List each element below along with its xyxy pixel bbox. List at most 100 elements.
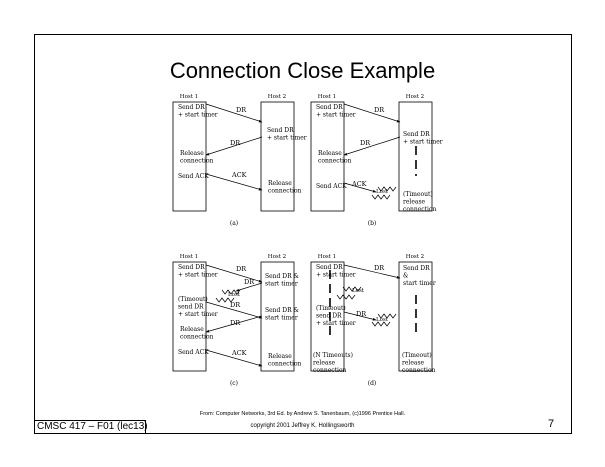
host-2-note: connection: [402, 367, 436, 374]
message-arrow: [343, 264, 401, 279]
message-label: DR: [360, 139, 371, 147]
message-label: DR: [236, 106, 247, 114]
host-1-label: Host 1: [180, 254, 198, 260]
host-2-note: + start timer: [403, 139, 443, 146]
slide-frame: [34, 34, 572, 434]
host-2-note: start timer: [265, 281, 298, 288]
host-1-note: Release: [180, 150, 204, 157]
host-2-note: &: [403, 273, 409, 280]
host-2-note: Send DR &: [265, 307, 300, 314]
host-1-note: connection: [180, 158, 214, 165]
host-2-label: Host 2: [268, 254, 286, 260]
host-1-note: Send DR: [178, 104, 205, 111]
host-2-label: Host 2: [268, 94, 286, 100]
host-1-timeline: [310, 261, 345, 372]
host-2-note: Send DR: [403, 131, 430, 138]
host-2-timeline: [398, 261, 433, 372]
host-1-note: connection: [318, 158, 352, 165]
host-1-timeline: [172, 261, 207, 372]
host-1-timeline: [172, 101, 207, 212]
host-2-label: Host 2: [406, 254, 424, 260]
message-arrow: [205, 349, 263, 367]
lost-label: Lost: [352, 288, 365, 294]
message-label: ACK: [231, 349, 247, 357]
lost-squiggle: [336, 294, 356, 300]
host-2-label: Host 2: [406, 94, 424, 100]
host-1-note: + start timer: [178, 272, 218, 279]
lost-squiggle: [377, 313, 397, 319]
host-2-note: release: [403, 199, 426, 206]
host-2-note: connection: [268, 188, 302, 195]
diagram-caption: (c): [230, 380, 238, 387]
host-1-label: Host 1: [180, 94, 198, 100]
lost-squiggle: [377, 186, 397, 192]
host-1-note: (Timeout): [316, 305, 346, 312]
host-1-note: (N Timeouts): [313, 352, 353, 359]
message-arrow: [205, 136, 263, 156]
host-1-note: Release: [318, 150, 342, 157]
slide-title: Connection Close Example: [169, 58, 436, 83]
host-1-note: send DR: [316, 313, 342, 320]
host-1-note: Send ACK: [316, 183, 347, 190]
message-label: ACK: [351, 180, 367, 188]
lost-squiggle: [342, 286, 362, 292]
host-2-note: Release: [268, 353, 292, 360]
message-arrow: [205, 173, 263, 191]
host-2-note: release: [402, 360, 425, 367]
message-label: DR: [374, 264, 385, 272]
message-arrow: [205, 301, 263, 319]
host-1-note: + start timer: [316, 320, 356, 327]
host-2-note: + start timer: [267, 135, 307, 142]
host-2-note: Send DR: [403, 265, 430, 272]
host-2-note: (Timeout): [403, 191, 433, 198]
host-1-note: + start timer: [316, 112, 356, 119]
host-1-note: Send DR: [316, 264, 343, 271]
lost-label: Lost: [376, 317, 389, 323]
host-1-note: Send DR: [316, 104, 343, 111]
host-2-note: Release: [268, 180, 292, 187]
host-1-note: + start timer: [178, 112, 218, 119]
host-1-note: Send DR: [178, 264, 205, 271]
source-credit: From: Computer Networks, 3rd Ed. by Andr…: [199, 411, 406, 417]
message-label: DR: [374, 106, 385, 114]
message-label: DR: [236, 265, 247, 273]
host-2-note: Send DR &: [265, 273, 300, 280]
diagram-caption: (b): [368, 220, 377, 227]
message-label: DR: [230, 319, 241, 327]
lost-label: Lost: [376, 189, 389, 195]
message-label: DR: [230, 139, 241, 147]
lost-squiggle: [371, 194, 391, 200]
host-1-note: + start timer: [316, 272, 356, 279]
host-2-timeline: [260, 101, 295, 212]
host-2-note: start timer: [403, 280, 436, 287]
message-arrow: [205, 315, 263, 333]
message-arrow: [343, 182, 377, 193]
host-2-note: connection: [403, 206, 437, 213]
host-2-note: start timer: [265, 315, 298, 322]
lost-squiggle: [221, 289, 241, 295]
message-arrow: [343, 103, 401, 123]
host-2-note: connection: [268, 361, 302, 368]
host-1-note: release: [313, 360, 336, 367]
host-2-note: (Timeout): [402, 352, 432, 359]
host-1-note: + start timer: [178, 311, 218, 318]
diagram-caption: (a): [230, 220, 238, 227]
copyright-text: copyright 2001 Jeffrey K. Hollingsworth: [250, 423, 355, 429]
message-label: DR: [244, 278, 255, 286]
message-label: DR: [230, 301, 241, 309]
message-arrow: [343, 136, 401, 156]
host-2-note: Send DR: [267, 127, 294, 134]
message-label: ACK: [231, 171, 247, 179]
message-label: DR: [356, 310, 367, 318]
message-arrow: [205, 103, 263, 123]
host-1-note: connection: [313, 367, 347, 374]
host-1-label: Host 1: [318, 254, 336, 260]
host-1-note: Release: [180, 326, 204, 333]
host-1-note: (Timeout): [178, 296, 208, 303]
host-2-timeline: [398, 101, 433, 212]
